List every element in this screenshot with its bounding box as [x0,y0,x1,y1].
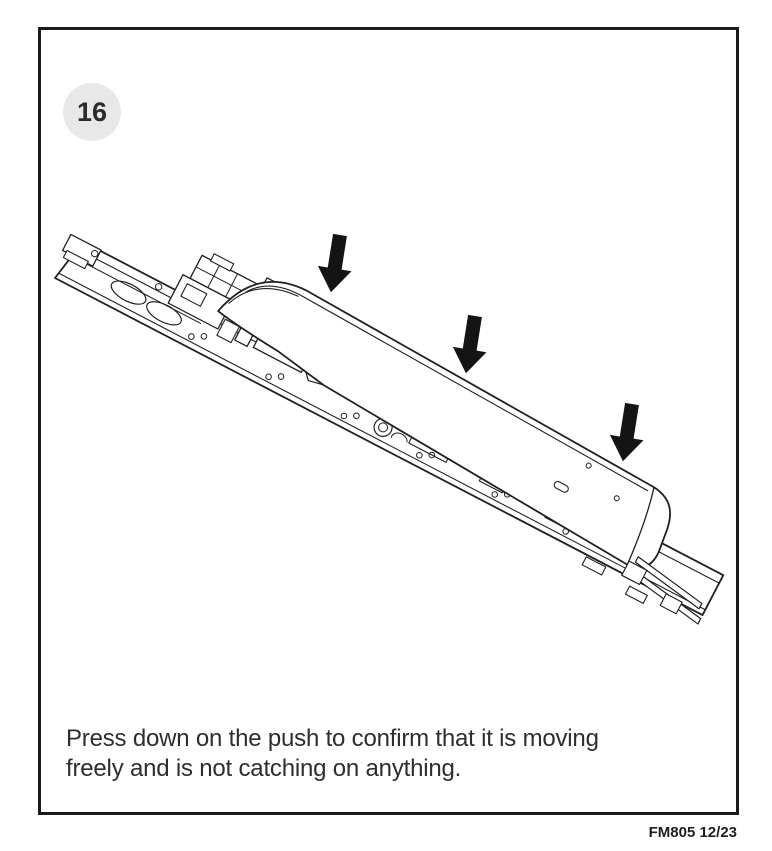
instruction-caption: Press down on the push to confirm that i… [66,725,599,782]
press-down-arrow-icon [609,402,644,462]
press-down-arrow-icon [317,233,352,293]
step-number: 16 [76,96,108,127]
step-badge: 16 [63,83,121,141]
push-cover [217,280,671,569]
doc-code: FM805 12/23 [648,824,737,841]
rail-drawing [54,233,725,625]
end-tracks [581,556,703,625]
push-rail-assembly-illustration [54,233,725,625]
press-down-arrow-icon [452,314,487,374]
